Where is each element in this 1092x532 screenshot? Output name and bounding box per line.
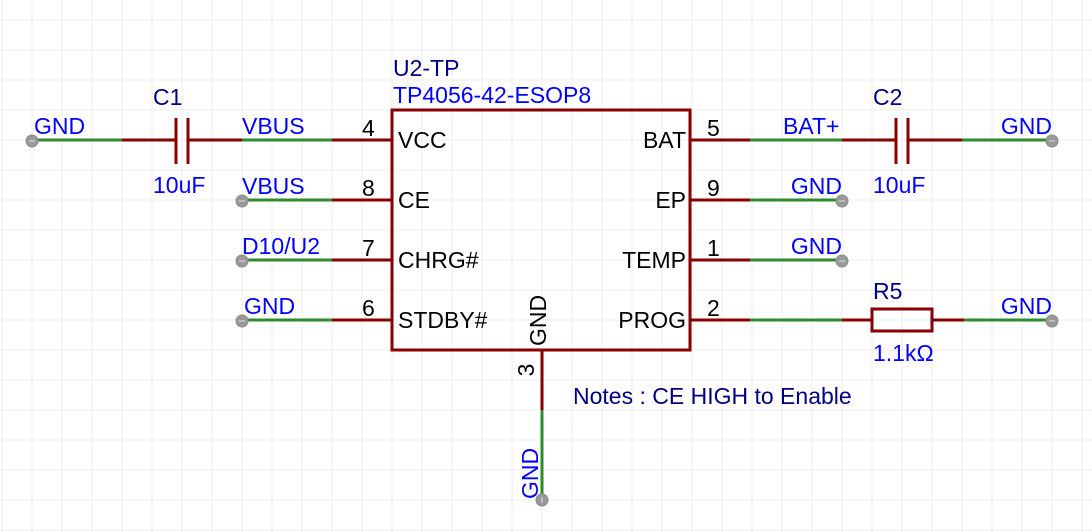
c1-designator[interactable]: C1 [153,84,182,110]
net-label-bat[interactable]: BAT+ [783,113,839,139]
pin-8-number: 8 [362,175,375,201]
net-label-vcc[interactable]: VBUS [242,113,305,139]
r5-designator[interactable]: R5 [873,278,902,304]
pin-3-number: 3 [513,364,539,377]
pin-temp-name: TEMP [622,247,686,273]
net-port-c1-gnd-icon[interactable] [25,134,39,148]
net-label-stdby[interactable]: GND [244,293,295,319]
pin-gnd-name: GND [525,295,551,346]
net-port-chrg-icon[interactable] [235,254,249,268]
net-port-r5-gnd-icon[interactable] [1045,314,1059,328]
net-label-temp[interactable]: GND [791,233,842,259]
pin-7-number: 7 [362,235,375,261]
pin-ce-name: CE [398,187,430,213]
pin-6-number: 6 [362,295,375,321]
pin-bat-name: BAT [643,127,686,153]
net-label-r5-gnd[interactable]: GND [1001,293,1052,319]
pin-prog-name: PROG [618,307,686,333]
pin-1-number: 1 [707,235,720,261]
pin-5-number: 5 [707,115,720,141]
pin-stdby-name: STDBY# [398,307,488,333]
pin-chrg-name: CHRG# [398,247,479,273]
net-label-c1-gnd[interactable]: GND [34,113,85,139]
schematic-note[interactable]: Notes : CE HIGH to Enable [573,383,852,409]
net-label-ce[interactable]: VBUS [242,173,305,199]
net-label-c2-gnd[interactable]: GND [1001,113,1052,139]
c2-value[interactable]: 10uF [873,172,925,198]
net-label-bottom-gnd[interactable]: GND [517,448,543,499]
net-port-temp-icon[interactable] [835,254,849,268]
net-label-ep[interactable]: GND [791,173,842,199]
u2-designator[interactable]: U2-TP [393,55,459,81]
c1-value[interactable]: 10uF [153,172,205,198]
net-port-stdby-icon[interactable] [235,314,249,328]
pin-ep-name: EP [655,187,686,213]
c2-designator[interactable]: C2 [873,84,902,110]
net-port-bottom-gnd-icon[interactable] [535,493,549,507]
pin-9-number: 9 [707,175,720,201]
net-port-c2-gnd-icon[interactable] [1045,134,1059,148]
net-label-chrg[interactable]: D10/U2 [242,233,320,259]
u2-part-number[interactable]: TP4056-42-ESOP8 [393,82,591,108]
net-port-ce-icon[interactable] [235,194,249,208]
pin-vcc-name: VCC [398,127,447,153]
r5-value[interactable]: 1.1kΩ [873,340,934,366]
pin-4-number: 4 [362,115,375,141]
net-port-ep-icon[interactable] [835,194,849,208]
pin-2-number: 2 [707,295,720,321]
